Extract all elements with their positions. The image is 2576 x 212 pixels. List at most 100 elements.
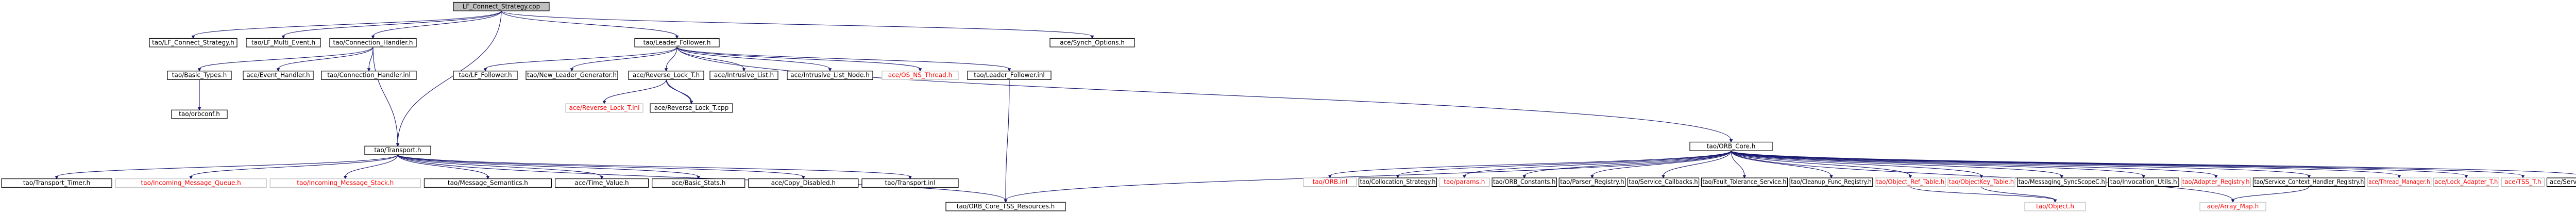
graph-node-ace-os-ns-thread-h[interactable]: ace/OS_NS_Thread.h (882, 71, 959, 80)
graph-node-tao-message-semantics-h[interactable]: tao/Message_Semantics.h (423, 178, 552, 188)
node-label: tao/Transport.inl (885, 179, 936, 186)
dependency-edge (1731, 150, 2064, 179)
dependency-edge (367, 47, 374, 72)
graph-node-ace-reverse-lock-t-inl[interactable]: ace/Reverse_Lock_T.inl (565, 103, 643, 113)
graph-node-tao-parser-registry-h[interactable]: tao/Parser_Registry.h (1558, 177, 1626, 187)
edge-line (345, 154, 398, 177)
node-label: ace/Intrusive_List_Node.h (790, 72, 870, 79)
graph-node-ace-copy-disabled-h[interactable]: ace/Copy_Disabled.h (748, 178, 859, 188)
graph-node-tao-objectkey-table-h[interactable]: tao/ObjectKey_Table.h (1947, 177, 2015, 187)
graph-node-tao-object-h[interactable]: tao/Object.h (2024, 202, 2086, 211)
dependency-edge (55, 154, 398, 180)
graph-node-tao-transport-h[interactable]: tao/Transport.h (364, 145, 431, 155)
node-label: ace/Copy_Disabled.h (771, 179, 836, 186)
edge-line (666, 79, 692, 102)
dependency-edge (1731, 150, 2576, 175)
graph-node-tao-params-h[interactable]: tao/params.h (1438, 177, 1490, 187)
node-box (526, 71, 618, 80)
edge-line (676, 47, 1732, 140)
edge-arrowhead (396, 143, 400, 147)
graph-node-tao-cleanup-func-registry-h[interactable]: tao/Cleanup_Func_Registry.h (1789, 177, 1873, 187)
graph-node-tao-service-callbacks-h[interactable]: tao/Service_Callbacks.h (1627, 177, 1700, 187)
dependency-edge (1981, 186, 2057, 203)
node-box (861, 178, 959, 188)
dependency-edge (664, 47, 677, 72)
edge-arrowhead (1004, 199, 1008, 203)
edge-arrowhead (2053, 199, 2057, 203)
node-label: LF_Connect_Strategy.cpp (463, 3, 540, 10)
graph-node-tao-new-leader-generator-h[interactable]: tao/New_Leader_Generator.h (526, 71, 618, 80)
edge-arrowhead (1590, 175, 1594, 179)
graph-node-tao-orb-core-tss-resources-h[interactable]: tao/ORB_Core_TSS_Resources.h (945, 202, 1066, 211)
edge-line (199, 46, 374, 70)
graph-node-tao-leader-follower-inl[interactable]: tao/Leader_Follower.inl (967, 71, 1052, 80)
edge-line (397, 154, 699, 177)
graph-node-tao-transport-timer-h[interactable]: tao/Transport_Timer.h (1, 178, 112, 188)
graph-node-tao-service-context-handler-registry-h[interactable]: tao/Service_Context_Handler_Registry.h (2252, 177, 2365, 187)
dependency-edge (501, 10, 1094, 39)
graph-node-tao-lf-follower-h[interactable]: tao/LF_Follower.h (453, 71, 518, 80)
graph-node-tao-connection-handler-h[interactable]: tao/Connection_Handler.h (329, 38, 417, 47)
node-box (423, 178, 552, 188)
graph-node-tao-invocation-utils-h[interactable]: tao/Invocation_Utils.h (2108, 177, 2179, 187)
graph-node-tao-messaging-syncscopec-h[interactable]: tao/Messaging_SyncScopeC.h (2017, 177, 2107, 187)
graph-node-ace-lock-adapter-t-h[interactable]: ace/Lock_Adapter_T.h (2433, 177, 2499, 187)
edge-arrowhead (1979, 175, 1984, 179)
node-box (1558, 177, 1626, 187)
edge-arrowhead (371, 35, 375, 39)
dependency-edge (1522, 150, 1732, 179)
edge-line (372, 47, 398, 144)
graph-node-ace-intrusive-list-h[interactable]: ace/Intrusive_List.h (709, 71, 778, 80)
edge-arrowhead (486, 176, 490, 180)
node-label: tao/Object_Ref_Table.h (1876, 178, 1944, 186)
graph-node-tao-adapter-registry-h[interactable]: tao/Adapter_Registry.h (2181, 177, 2251, 187)
graph-node-tao-fault-tolerance-service-h[interactable]: tao/Fault_Tolerance_Service.h (1701, 177, 1788, 187)
dependency-edge (197, 79, 201, 111)
edge-line (397, 154, 911, 177)
graph-node-tao-leader-follower-h[interactable]: tao/Leader_Follower.h (634, 38, 720, 47)
node-box (167, 71, 232, 80)
graph-node-tao-lf-multi-event-h[interactable]: tao/LF_Multi_Event.h (246, 38, 321, 47)
graph-node-ace-service-config-h[interactable]: ace/Service_Config.h (2546, 177, 2576, 187)
node-label: tao/ORB.inl (1313, 178, 1348, 186)
edge-line (191, 154, 398, 177)
graph-node-ace-basic-stats-h[interactable]: ace/Basic_Stats.h (652, 178, 745, 188)
graph-node-tao-basic-types-h[interactable]: tao/Basic_Types.h (167, 71, 232, 80)
graph-node-tao-orb-core-h[interactable]: tao/ORB_Core.h (1689, 141, 1773, 151)
graph-node-tao-orbconf-h[interactable]: tao/orbconf.h (171, 109, 228, 119)
node-label: ace/Synch_Options.h (1060, 39, 1125, 46)
graph-node-tao-orb-inl[interactable]: tao/ORB.inl (1303, 177, 1357, 187)
graph-node-ace-array-map-h[interactable]: ace/Array_Map.h (2199, 202, 2266, 211)
graph-node-tao-collocation-strategy-h[interactable]: tao/Collocation_Strategy.h (1358, 177, 1437, 187)
graph-node-ace-thread-manager-h[interactable]: ace/Thread_Manager.h (2367, 177, 2432, 187)
graph-node-tao-transport-inl[interactable]: tao/Transport.inl (861, 178, 959, 188)
graph-node-ace-intrusive-list-node-h[interactable]: ace/Intrusive_List_Node.h (787, 71, 873, 80)
graph-node-tao-incoming-message-queue-h[interactable]: tao/Incoming_Message_Queue.h (115, 178, 267, 188)
graph-node-ace-reverse-lock-t-cpp[interactable]: ace/Reverse_Lock_T.cpp (650, 103, 733, 113)
node-box (269, 178, 421, 188)
graph-node-tao-orb-constants-h[interactable]: tao/ORB_Constants.h (1492, 177, 1557, 187)
dependency-edge (676, 47, 1733, 143)
edge-line (1591, 150, 1732, 176)
dependency-edge (1662, 151, 1732, 179)
graph-node-ace-time-value-h[interactable]: ace/Time_Value.h (554, 178, 649, 188)
graph-node-ace-tss-t-h[interactable]: ace/TSS_T.h (2501, 177, 2545, 187)
edge-line (2232, 186, 2310, 201)
edge-line (1663, 151, 1732, 176)
edge-line (1731, 151, 1745, 176)
graph-node-tao-incoming-message-stack-h[interactable]: tao/Incoming_Message_Stack.h (269, 178, 421, 188)
graph-node-ace-reverse-lock-t-h[interactable]: ace/Reverse_Lock_T.h (628, 71, 704, 80)
graph-node-tao-lf-connect-strategy-h[interactable]: tao/LF_Connect_Strategy.h (149, 38, 238, 47)
edge-line (666, 77, 692, 104)
edge-arrowhead (1463, 175, 1466, 179)
edge-arrowhead (367, 68, 371, 72)
node-box (1789, 177, 1873, 187)
graph-node-ace-synch-options-h[interactable]: ace/Synch_Options.h (1049, 38, 1135, 47)
graph-node-tao-object-ref-table-h[interactable]: tao/Object_Ref_Table.h (1875, 177, 1946, 187)
edge-line (1005, 150, 1732, 201)
edge-line (604, 79, 667, 102)
graph-node-tao-connection-handler-inl[interactable]: tao/Connection_Handler.inl (321, 71, 417, 80)
edge-line (676, 46, 744, 69)
dependency-edge (1731, 150, 2311, 179)
graph-node-ace-event-handler-h[interactable]: ace/Event_Handler.h (243, 71, 314, 80)
